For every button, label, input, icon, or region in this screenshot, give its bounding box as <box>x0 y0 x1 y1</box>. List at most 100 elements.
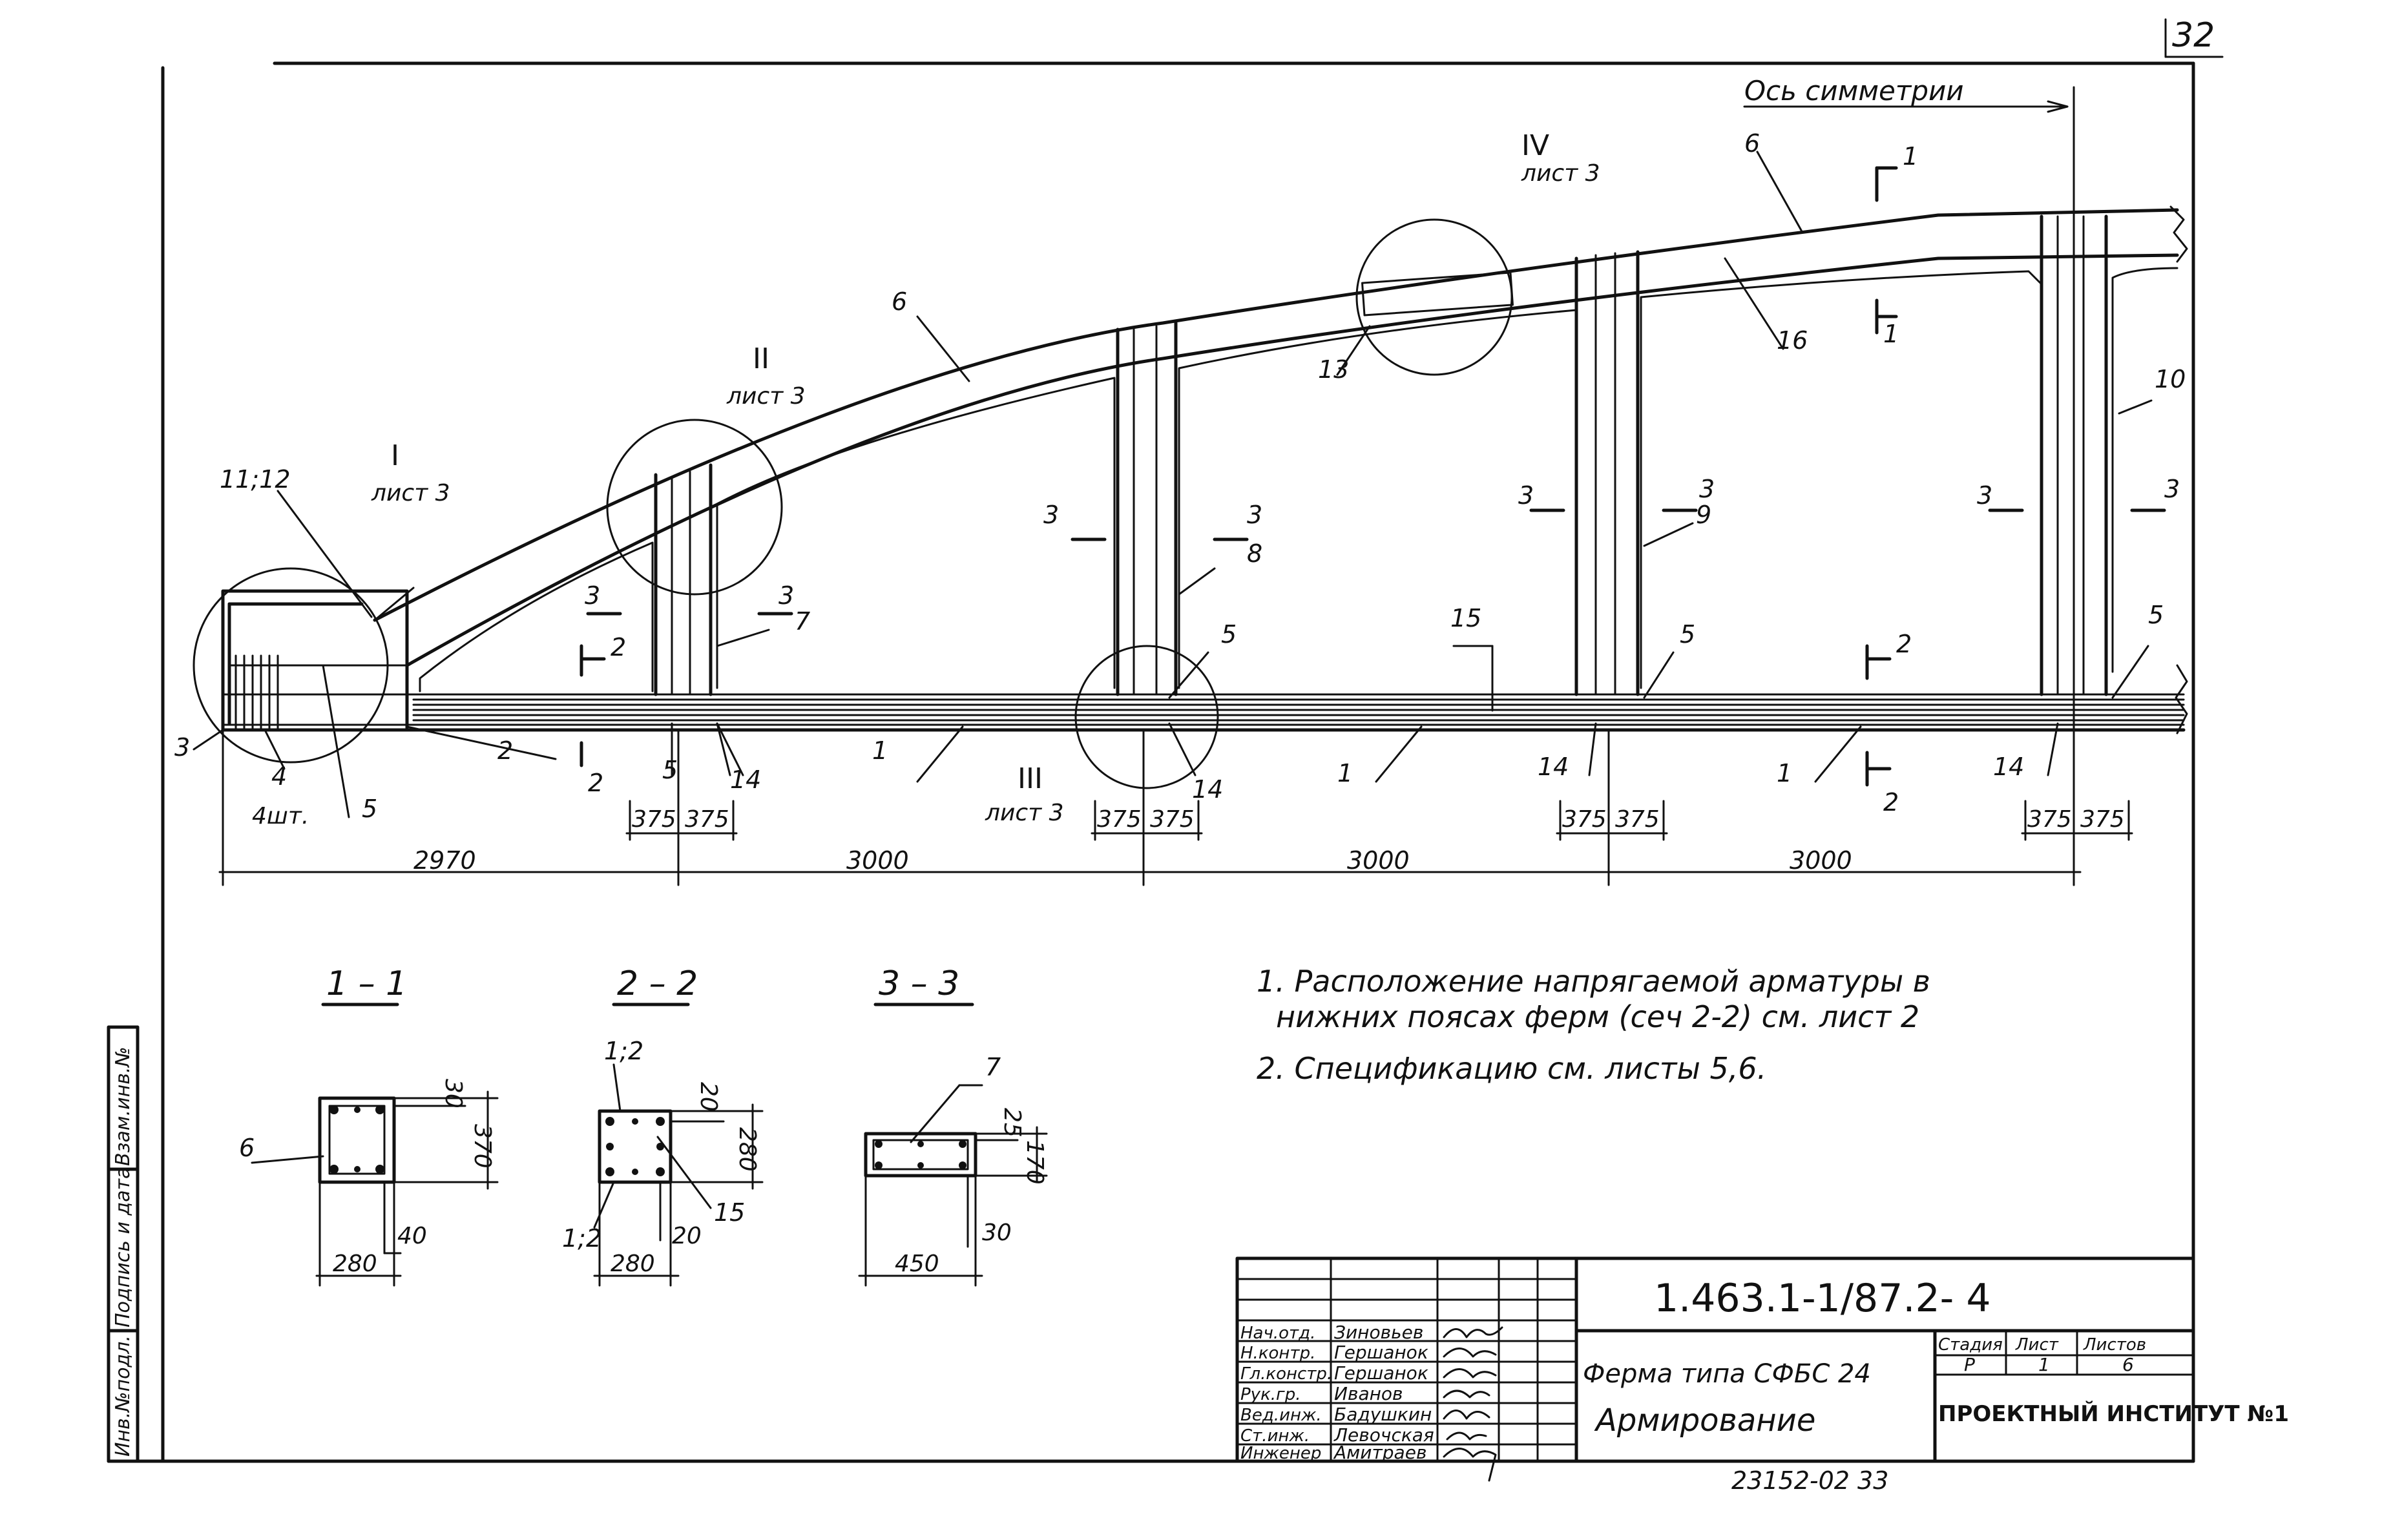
mark-14-c: 14 <box>1538 753 1569 781</box>
axis-of-symmetry-label: Ось симметрии <box>1744 75 1964 107</box>
mark-5-c: 5 <box>2148 601 2164 629</box>
side-stamp: Инв.№подл. Подпись и дата Взам.инв.№ <box>107 1025 140 1463</box>
section-2-2-dim-280-v: 280 <box>734 1127 760 1172</box>
section-2-2-pos-side: 15 <box>714 1198 745 1227</box>
staff-role-7: Инженер <box>1240 1444 1321 1463</box>
archive-number: 23152-02 33 <box>1731 1466 1888 1495</box>
mark-5-a: 5 <box>1221 620 1237 649</box>
mark-6-left: 6 <box>892 287 907 316</box>
mark-3: 3 <box>174 733 190 762</box>
section-mark-2-c: 2 <box>1896 630 1912 658</box>
section-mark-1-bottom: 1 <box>1883 320 1899 348</box>
mark-8: 8 <box>1247 539 1262 568</box>
section-mark-3-g: 3 <box>585 581 600 610</box>
verticals <box>654 214 2108 696</box>
staff-name-1: Зиновьев <box>1334 1322 1423 1343</box>
section-3-3: 3 – 3 7 25 170 30 450 <box>858 964 1048 1287</box>
position-mark-labels: 6 6 16 10 9 8 7 5 5 5 5 5 15 13 14 14 14… <box>174 129 2186 823</box>
mark-9: 9 <box>1696 501 1711 529</box>
detail-ref-II-id: II <box>753 342 769 375</box>
staff-role-6: Ст.инж. <box>1240 1426 1310 1446</box>
section-mark-labels: 1 1 2 2 2 2 3 3 3 3 3 3 3 3 <box>585 142 2180 817</box>
detail-circle-II <box>606 419 783 596</box>
sheet-value: 1 <box>2038 1354 2050 1375</box>
mark-7: 7 <box>795 607 810 636</box>
section-1-1-pos: 6 <box>239 1134 255 1162</box>
mark-4: 4 <box>271 762 287 791</box>
staff-role-3: Гл.констр. <box>1240 1364 1332 1384</box>
span-3000-a: 3000 <box>846 846 909 875</box>
section-1-1-dim-280: 280 <box>333 1251 377 1277</box>
section-1-1-title: 1 – 1 <box>326 964 407 1003</box>
detail-circle-I <box>193 567 389 764</box>
section-mark-3-a: 3 <box>1043 501 1059 529</box>
mark-14-d: 14 <box>1993 753 2024 781</box>
drawing-subtitle: Армирование <box>1594 1402 1815 1439</box>
anchor-bars <box>235 654 279 731</box>
staff-role-1: Нач.отд. <box>1240 1324 1315 1343</box>
section-1-1-dim-30: 30 <box>440 1079 466 1108</box>
institute-name: ПРОЕКТНЫЙ ИНСТИТУТ №1 <box>1938 1400 2289 1427</box>
mark-13: 13 <box>1318 355 1349 384</box>
staff-role-5: Вед.инж. <box>1240 1406 1322 1425</box>
section-2-2-title: 2 – 2 <box>617 964 698 1003</box>
section-mark-3-h: 3 <box>778 581 794 610</box>
staff-role-2: Н.контр. <box>1240 1344 1315 1363</box>
section-mark-2-d: 2 <box>1883 788 1899 817</box>
dim-375-4b: 375 <box>2080 806 2125 833</box>
sheet-number: 32 <box>2172 16 2215 55</box>
mark-10: 10 <box>2155 365 2186 393</box>
mark-5-b: 5 <box>1680 620 1695 649</box>
mark-1-a: 1 <box>872 736 888 765</box>
section-3-3-dim-450: 450 <box>895 1251 939 1277</box>
mark-14-b: 14 <box>1192 775 1223 804</box>
section-mark-3-d: 3 <box>1699 475 1715 503</box>
section-3-3-dim-30: 30 <box>982 1220 1012 1246</box>
sheet-header: Лист <box>2015 1335 2059 1355</box>
bottom-chord <box>221 664 2188 734</box>
detail-ref-IV-id: IV <box>1521 129 1549 162</box>
section-1-2-markers <box>580 166 1898 787</box>
section-3-markers <box>586 508 2166 616</box>
dim-375-3b: 375 <box>1615 806 1660 833</box>
section-2-2: 2 – 2 1;2 1;2 15 20 280 20 280 <box>562 964 764 1287</box>
span-2970: 2970 <box>413 846 476 875</box>
note-1-line-2: нижних поясах ферм (сеч 2-2) см. лист 2 <box>1276 999 1919 1034</box>
quantity-note: 4шт. <box>252 803 309 829</box>
stamp-inv-orig: Инв.№подл. <box>112 1335 134 1457</box>
mark-16: 16 <box>1777 326 1808 355</box>
drawing-title: Ферма типа СФБС 24 <box>1583 1359 1871 1389</box>
staff-name-7: Амитраев <box>1333 1442 1426 1463</box>
small-dimension-labels: 375 375 375 375 375 375 375 375 <box>632 806 2125 833</box>
section-mark-2-b: 2 <box>588 769 603 797</box>
stage-header: Стадия <box>1938 1335 2003 1355</box>
dim-375-1b: 375 <box>685 806 729 833</box>
section-mark-3-f: 3 <box>2164 475 2180 503</box>
mark-15: 15 <box>1450 604 1481 632</box>
detail-circle-III <box>1074 645 1219 789</box>
stage-value: Р <box>1964 1354 1975 1375</box>
staff-role-4: Рук.гр. <box>1240 1385 1301 1404</box>
staff-name-5: Бадушкин <box>1334 1404 1432 1425</box>
detail-ref-I-sheet: лист 3 <box>371 480 450 506</box>
note-1-line-1: 1. Расположение напрягаемой арматуры в <box>1257 964 1930 999</box>
mark-14-a: 14 <box>730 765 761 794</box>
sheets-header: Листов <box>2083 1335 2146 1355</box>
sheets-value: 6 <box>2122 1354 2134 1375</box>
stamp-sign-date: Подпись и дата <box>112 1167 134 1328</box>
section-1-1-dim-370: 370 <box>469 1124 496 1169</box>
section-2-2-pos-bottom: 1;2 <box>562 1224 601 1253</box>
section-3-3-pos: 7 <box>985 1053 1001 1081</box>
detail-ref-I-label: 11;12 <box>220 465 291 494</box>
span-3000-c: 3000 <box>1790 846 1852 875</box>
span-3000-b: 3000 <box>1347 846 1410 875</box>
section-mark-2-a: 2 <box>611 633 626 661</box>
title-block-staff: Нач.отд. Зиновьев Н.контр. Гершанок Гл.к… <box>1240 1322 1434 1463</box>
detail-ref-III-id: III <box>1018 762 1043 795</box>
section-2-2-dim-20-top: 20 <box>695 1082 722 1112</box>
staff-name-3: Гершанок <box>1334 1362 1428 1384</box>
signatures <box>1443 1326 1503 1482</box>
leader-lines <box>193 151 2153 818</box>
mark-5-d: 5 <box>662 756 678 784</box>
